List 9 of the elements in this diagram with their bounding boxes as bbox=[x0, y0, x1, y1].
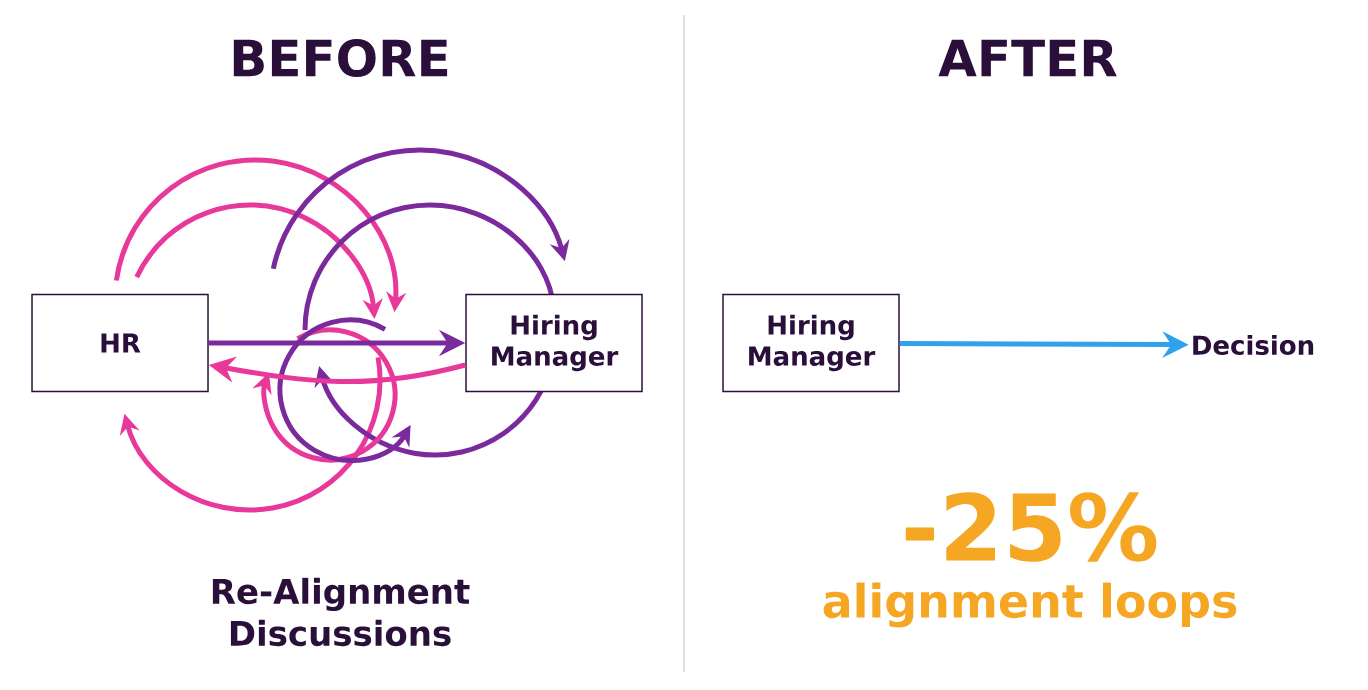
end-label: Decision bbox=[1193, 334, 1314, 356]
title: AFTER bbox=[938, 39, 1117, 77]
percentage-figure: -25% bbox=[905, 492, 1157, 562]
process-box: Hiring Manager bbox=[465, 293, 643, 393]
process-box: Hiring Manager bbox=[722, 293, 900, 393]
caption-text: alignment loops bbox=[823, 582, 1237, 628]
title: BEFORE bbox=[233, 39, 448, 77]
process-box: HR bbox=[31, 293, 209, 393]
caption-text: Re-Alignment Discussions bbox=[212, 577, 470, 647]
